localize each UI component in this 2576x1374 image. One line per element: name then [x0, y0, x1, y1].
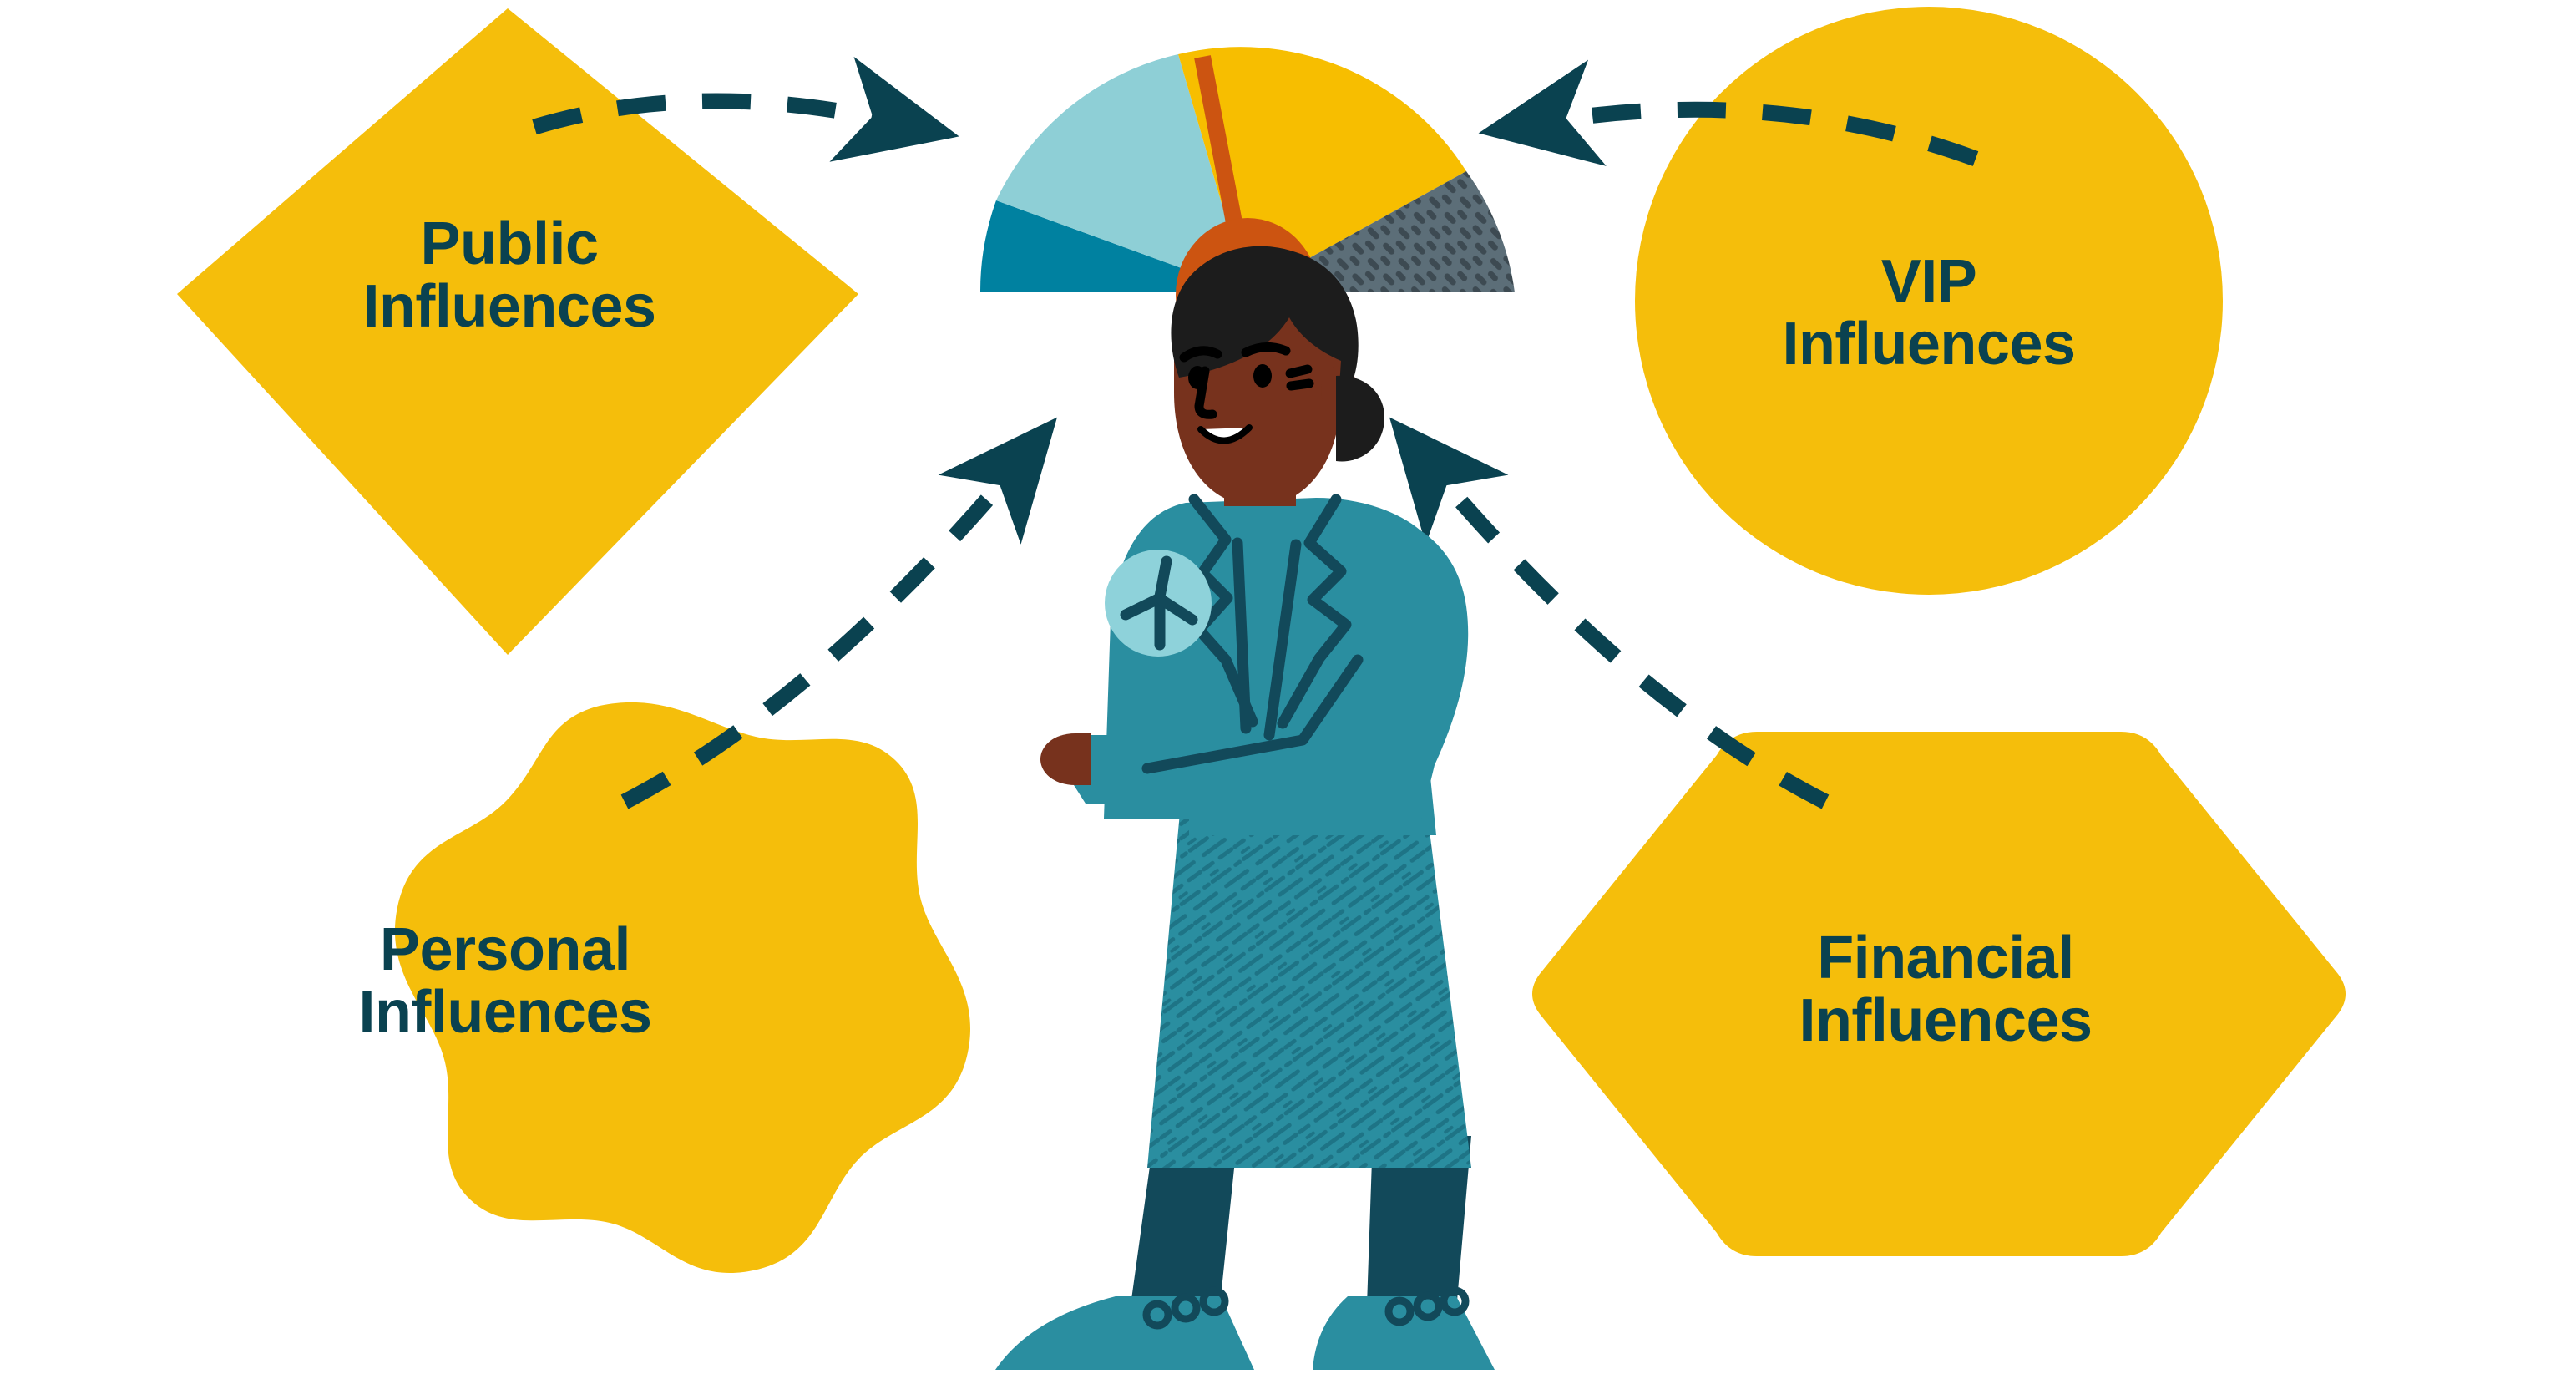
- shoe-eyelet: [1142, 1300, 1172, 1330]
- eye-left: [1188, 366, 1207, 389]
- jacket-lapel-lines: [1141, 494, 1364, 774]
- face-features: [1179, 342, 1314, 419]
- node-public-influences[interactable]: [177, 8, 858, 655]
- hand-left: [1040, 733, 1091, 785]
- leg-left: [1127, 1136, 1237, 1330]
- wind-turbine-icon: [1120, 555, 1198, 651]
- arrow-group: [532, 56, 1979, 809]
- shoe-eyelet: [1384, 1296, 1415, 1326]
- jacket-sleeve-right: [1353, 511, 1469, 827]
- shoe-eyelet: [1199, 1286, 1229, 1316]
- node-personal-influences[interactable]: [394, 702, 971, 1274]
- leg-right: [1366, 1136, 1471, 1330]
- wind-turbine-badge: [1105, 550, 1212, 657]
- arrow-financial-to-person: [1389, 417, 1830, 809]
- node-financial-influences[interactable]: [1532, 732, 2346, 1256]
- skirt: [1147, 804, 1471, 1168]
- hexagon-shape: [1532, 732, 2346, 1256]
- shoe-eyelet: [1413, 1291, 1443, 1321]
- arrow-vip-to-gauge: [1478, 59, 1979, 166]
- shoe-eyelet: [1440, 1286, 1470, 1316]
- professional-woman-illustration: [995, 246, 1495, 1370]
- mouth-line: [1197, 424, 1253, 444]
- hair: [1171, 246, 1359, 411]
- gauge-segment-light-teal: [996, 54, 1248, 292]
- arrow-personal-to-person: [620, 417, 1058, 809]
- diamond-shape: [177, 8, 858, 655]
- arrow-public-to-gauge: [532, 56, 959, 162]
- hair-back: [1336, 375, 1384, 462]
- circle-shape: [1635, 7, 2223, 595]
- shoe-left: [995, 1296, 1254, 1370]
- node-vip-influences[interactable]: [1635, 7, 2223, 595]
- shoe-eyelet: [1171, 1293, 1201, 1323]
- eye-right: [1253, 364, 1272, 388]
- rosette-shape: [394, 702, 971, 1274]
